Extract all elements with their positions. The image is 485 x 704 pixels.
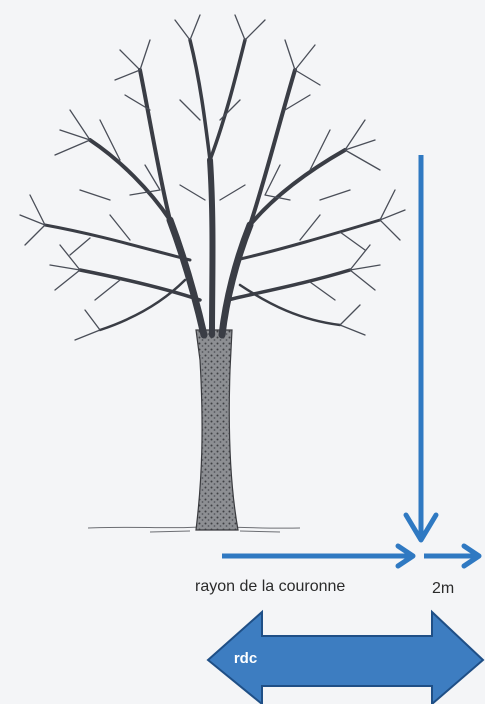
- bare-tree-icon: [19, 14, 406, 531]
- extra-distance-arrowhead: [461, 543, 482, 569]
- root-zone-double-arrow: [206, 609, 485, 704]
- ground-line: [87, 526, 301, 533]
- tree-trunk: [195, 329, 239, 531]
- extra-distance-label: 2m: [432, 580, 455, 597]
- crown-radius-label: rayon de la couronne: [195, 578, 346, 595]
- tree-branches: [43, 38, 382, 339]
- crown-radius-arrowhead: [395, 543, 416, 569]
- root-zone-label: rdc: [233, 650, 258, 667]
- vertical-arrowhead: [403, 512, 439, 543]
